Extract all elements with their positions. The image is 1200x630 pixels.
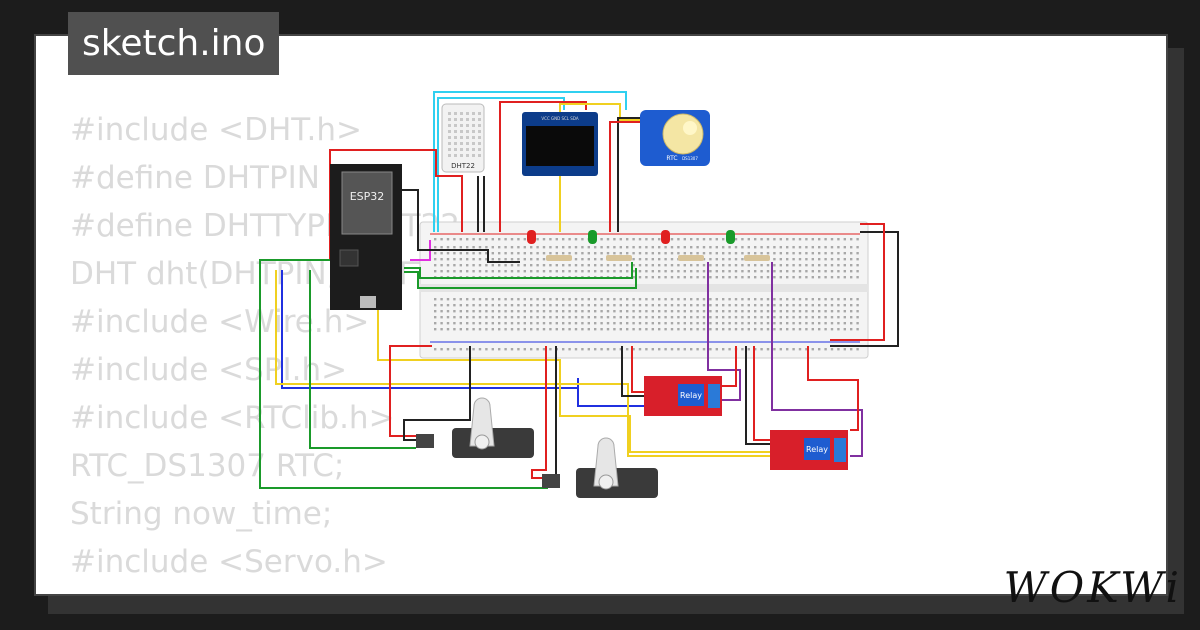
oled-pin-label: VCC GND SCL SDA	[541, 116, 578, 121]
code-line: #include <RTClib.h>	[70, 400, 395, 436]
code-line: Servo servo1;	[70, 586, 511, 594]
code-line: #include <DHT.h>	[70, 112, 363, 148]
code-line: String now_time;	[70, 496, 333, 532]
resistor	[678, 255, 704, 261]
sketch-filename: sketch.ino	[68, 12, 280, 75]
oled-display: VCC GND SCL SDA	[522, 112, 598, 176]
esp32-label: ESP32	[350, 190, 385, 203]
servo-motor-2	[542, 437, 658, 498]
rtc-module: RTC DS1307	[640, 110, 710, 166]
led-green-2	[726, 230, 735, 244]
relay-module-1: Relay	[644, 376, 722, 416]
relay-module-2: Relay	[770, 430, 848, 470]
relay-label: Relay	[806, 445, 828, 454]
code-line: #define DHTTYPE DHT22	[70, 208, 460, 244]
dht-label: DHT22	[451, 162, 475, 170]
rtc-label: RTC	[666, 155, 677, 162]
led-red-2	[661, 230, 670, 244]
wokwi-logo: WOKWi	[1003, 563, 1182, 612]
wires	[259, 91, 899, 489]
led-red-1	[527, 230, 536, 244]
led-green-1	[588, 230, 597, 244]
code-line: #include <Wire.h>	[70, 304, 370, 340]
code-line: #include <Servo.h>	[70, 544, 388, 580]
esp32-board: ESP32	[330, 164, 402, 310]
resistor	[606, 255, 632, 261]
relay-label: Relay	[680, 391, 702, 400]
breadboard	[419, 221, 869, 359]
dht22-sensor: DHT22	[441, 103, 485, 173]
servo-motor-1	[416, 397, 534, 458]
code-line: RTC_DS1307 RTC;	[70, 448, 345, 484]
resistor	[546, 255, 572, 261]
rtc-sub-label: DS1307	[682, 156, 698, 161]
resistor	[744, 255, 770, 261]
